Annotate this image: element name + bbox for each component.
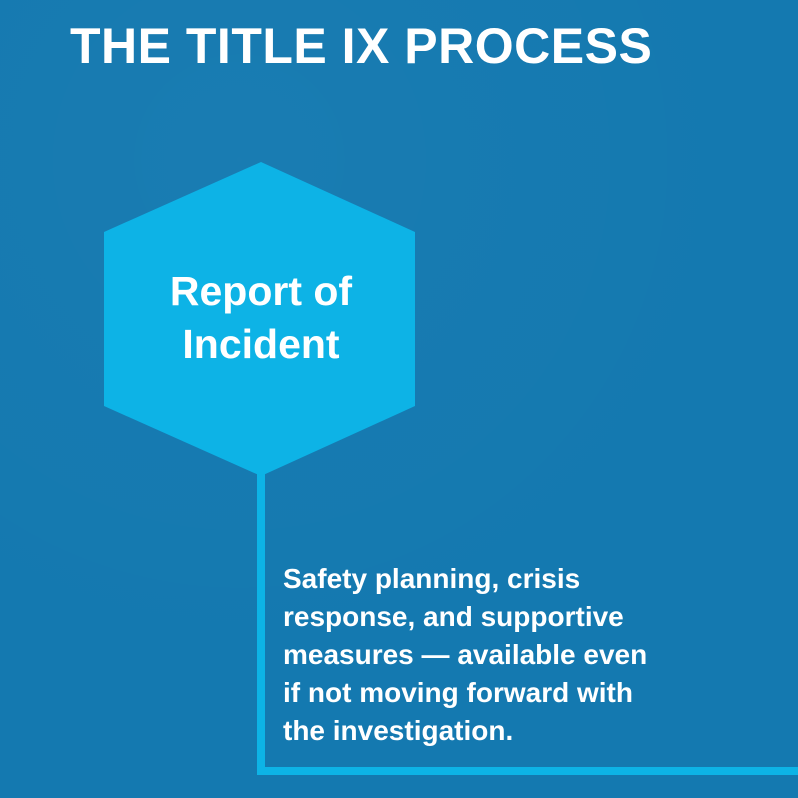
hexagon-label: Report of Incident xyxy=(108,265,414,371)
report-of-incident-hexagon xyxy=(104,162,415,476)
description-line: Safety planning, crisis xyxy=(283,563,581,594)
hexagon-label-line: Incident xyxy=(182,321,340,367)
description-line: measures — available even xyxy=(283,639,648,670)
connector-line xyxy=(257,470,798,775)
hexagon-label-line: Report of xyxy=(169,268,353,314)
page-title: THE TITLE IX PROCESS xyxy=(70,18,653,74)
step-description: Safety planning, crisis response, and su… xyxy=(283,560,783,750)
description-line: the investigation. xyxy=(283,715,514,746)
description-line: if not moving forward with xyxy=(283,677,633,708)
description-line: response, and supportive xyxy=(283,601,624,632)
